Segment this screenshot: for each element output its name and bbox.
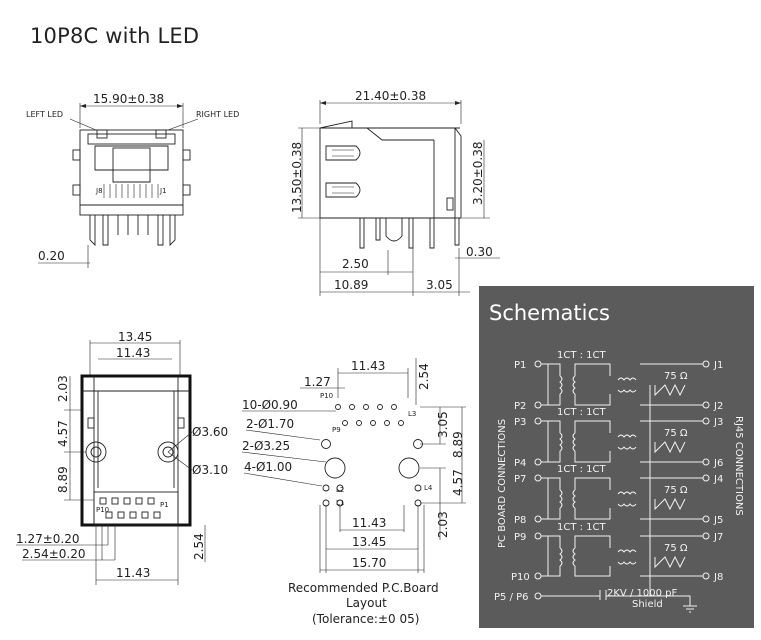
right-pin-8: J8 <box>713 572 723 583</box>
side-led-height: 3.20±0.38 <box>471 142 485 206</box>
schematic-right-side: RJ45 CONNECTIONS <box>733 416 744 516</box>
resistor-4: 75 Ω <box>664 543 688 554</box>
bottom-h4: 2.54 <box>192 533 206 560</box>
front-view: 15.90±0.38 LEFT LED RIGHT LED J8 J1 <box>26 92 239 268</box>
pcb-h-a: 10-Ø0.90 <box>242 398 298 412</box>
bottom-h1: 2.03 <box>56 375 70 402</box>
left-pin-2: P2 <box>514 401 526 412</box>
right-pin-3: J3 <box>713 417 723 428</box>
pcb-h-b: 2-Ø1.70 <box>246 417 294 431</box>
bottom-p1: 1.27±0.20 <box>16 532 80 546</box>
cap-label-2: Shield <box>632 599 663 610</box>
pcb-l2: L2 <box>336 486 344 494</box>
left-led-label: LEFT LED <box>26 110 63 119</box>
bottom-w2: 11.43 <box>116 346 150 360</box>
front-offset: 0.20 <box>38 249 65 263</box>
left-pin-3: P3 <box>514 417 526 428</box>
pcb-v1: 3.05 <box>436 411 450 438</box>
pcb-h-d: 4-Ø1.00 <box>244 460 292 474</box>
right-pin-6: J5 <box>713 515 723 526</box>
resistor-2: 75 Ω <box>664 428 688 439</box>
resistor-1: 75 Ω <box>664 371 688 382</box>
side-view: 21.40±0.38 13.50±0.38 3.20±0.38 <box>290 89 500 296</box>
page-title: 10P8C with LED <box>30 24 200 48</box>
bottom-h2: 4.57 <box>56 420 70 447</box>
pcb-b1: 11.43 <box>352 516 386 530</box>
pcb-caption-1: Recommended P.C.Board <box>288 581 439 595</box>
bottom-pin-b: P1 <box>160 501 169 509</box>
pcb-holes <box>321 404 423 507</box>
left-pin-4: P4 <box>514 458 526 469</box>
left-pin-9: P5 / P6 <box>494 592 529 603</box>
right-led-label: RIGHT LED <box>196 110 239 119</box>
side-d3: 3.05 <box>426 278 453 292</box>
front-width: 15.90±0.38 <box>93 92 164 106</box>
pcb-layout: 11.43 1.27 P10 P9 2.54 L3 L2 L4 L1 10-Ø0… <box>241 358 466 626</box>
right-pin-4: J6 <box>713 458 723 469</box>
resistor-3: 75 Ω <box>664 485 688 496</box>
pcb-top-w: 11.43 <box>351 359 385 373</box>
bottom-pin-a: P10 <box>96 506 109 514</box>
channel-3: 1CT : 1CT 75 Ω <box>534 464 710 523</box>
side-height: 13.50±0.38 <box>290 142 304 213</box>
bottom-view: 13.45 11.43 Ø3.60 Ø3.10 P10 P1 <box>16 330 228 585</box>
left-pin-7: P9 <box>514 532 526 543</box>
cap-label-1: 2KV / 1000 pF <box>607 588 677 599</box>
bottom-h3: 8.89 <box>56 466 70 493</box>
pcb-b3: 15.70 <box>352 556 386 570</box>
ratio-2: 1CT : 1CT <box>557 407 607 418</box>
left-pin-8: P10 <box>511 572 530 583</box>
left-pin-6: P8 <box>514 515 526 526</box>
left-pin-1: P1 <box>514 360 526 371</box>
ratio-1: 1CT : 1CT <box>557 350 607 361</box>
right-pin-5: J4 <box>713 474 723 485</box>
right-pin-1: J1 <box>713 360 723 371</box>
pcb-v4: 2.03 <box>436 511 450 538</box>
bottom-p2: 2.54±0.20 <box>22 547 86 561</box>
side-d2: 10.89 <box>334 278 368 292</box>
pcb-p9: P9 <box>332 426 341 434</box>
ratio-3: 1CT : 1CT <box>557 464 607 475</box>
pcb-caption-3: (Tolerance:±0 05) <box>312 612 419 626</box>
pcb-h-c: 2-Ø3.25 <box>242 439 290 453</box>
pcb-l3: L3 <box>408 410 416 418</box>
right-pin-7: J7 <box>713 532 723 543</box>
side-length: 21.40±0.38 <box>355 89 426 103</box>
bottom-w3: 11.43 <box>116 566 150 580</box>
pcb-caption-2: Layout <box>346 596 387 610</box>
side-d1: 2.50 <box>342 257 369 271</box>
channel-2: 1CT : 1CT 75 Ω <box>534 407 710 466</box>
left-pin-5: P7 <box>514 474 526 485</box>
pcb-v3: 4.57 <box>451 469 465 496</box>
schematic-left-side: PC BOARD CONNECTIONS <box>497 419 508 548</box>
bottom-hole1: Ø3.60 <box>192 425 228 439</box>
ratio-4: 1CT : 1CT <box>557 522 607 533</box>
pcb-l1: L1 <box>336 499 344 507</box>
pcb-p10: P10 <box>320 392 333 400</box>
pcb-v2: 8.89 <box>451 431 465 458</box>
right-pin-2: J2 <box>713 401 723 412</box>
schematic-panel: Schematics PC BOARD CONNECTIONS RJ45 CON… <box>479 286 754 628</box>
pcb-l4: L4 <box>424 484 433 492</box>
bottom-w1: 13.45 <box>118 330 152 344</box>
pcb-b2: 13.45 <box>352 535 386 549</box>
pcb-right-h: 2.54 <box>417 363 431 390</box>
side-d4: 0.30 <box>466 245 493 259</box>
front-pin-right: J1 <box>159 187 167 195</box>
front-pin-left: J8 <box>95 187 103 195</box>
bottom-hole2: Ø3.10 <box>192 463 228 477</box>
pcb-pitch: 1.27 <box>304 375 331 389</box>
schematic-heading: Schematics <box>489 301 610 325</box>
